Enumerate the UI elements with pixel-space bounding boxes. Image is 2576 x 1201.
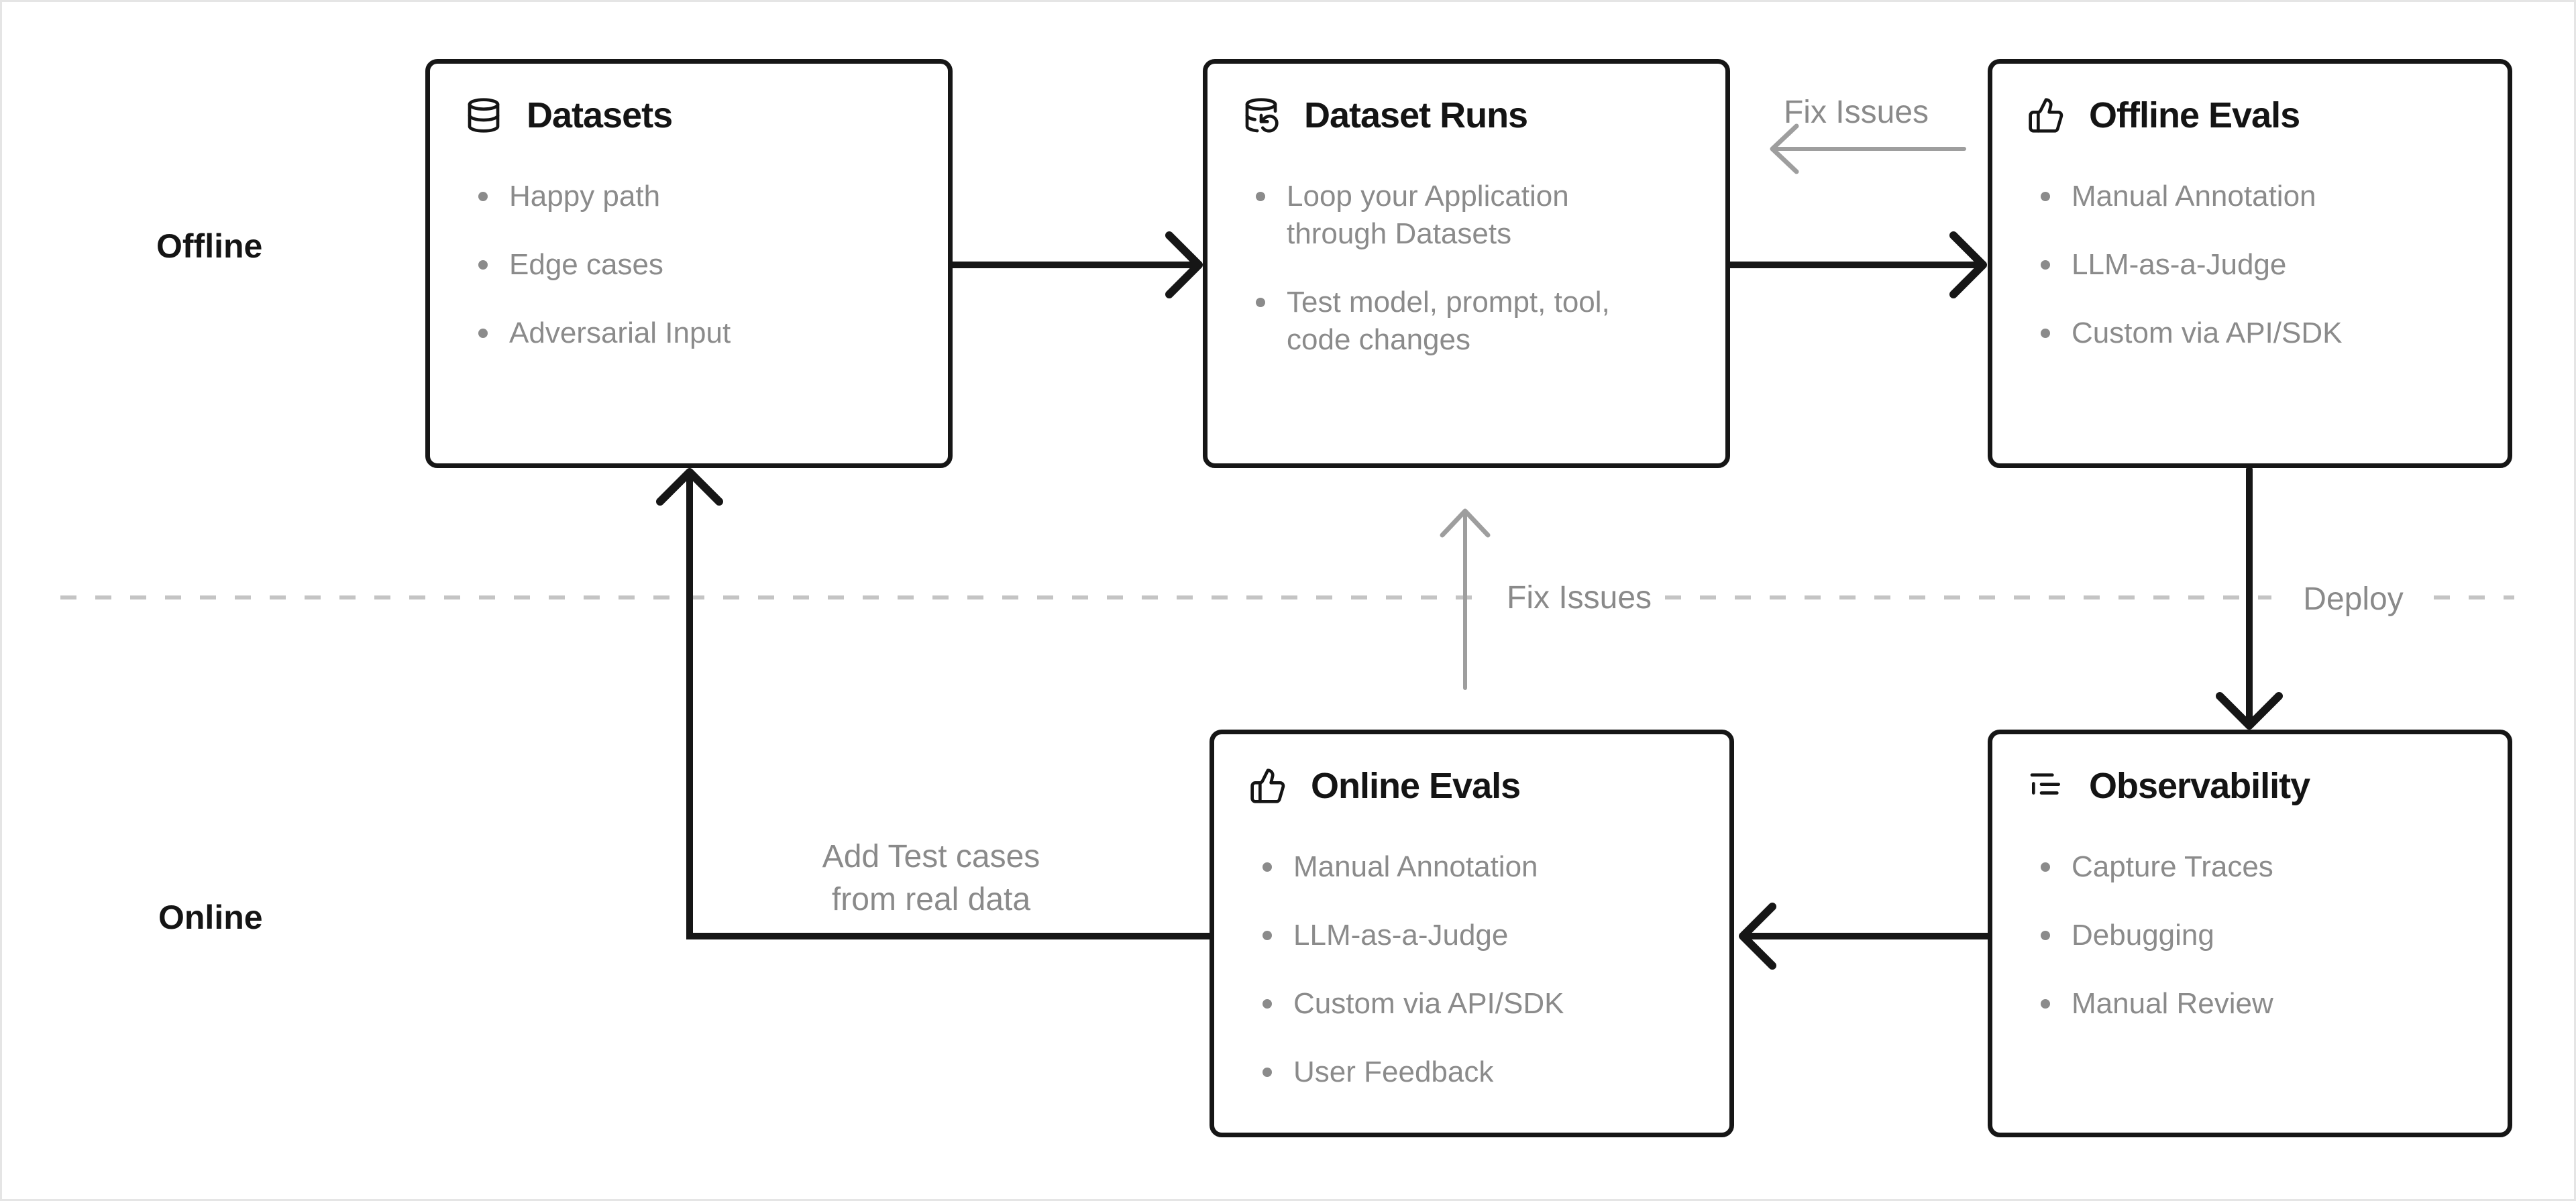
list-item: Manual Review bbox=[2027, 985, 2474, 1023]
list-tree-icon bbox=[2027, 767, 2065, 805]
datasets-card: Datasets Happy path Edge cases Adversari… bbox=[425, 59, 953, 468]
list-item: Debugging bbox=[2027, 917, 2474, 954]
observability-card-header: Observability bbox=[2027, 765, 2474, 807]
online-evals-card-header: Online Evals bbox=[1249, 765, 1696, 807]
thumbs-up-icon bbox=[1249, 767, 1287, 805]
datasets-bullet-list: Happy path Edge cases Adversarial Input bbox=[465, 178, 914, 352]
list-item: Edge cases bbox=[465, 246, 914, 284]
observability-bullet-list: Capture Traces Debugging Manual Review bbox=[2027, 848, 2474, 1023]
observability-card: Observability Capture Traces Debugging M… bbox=[1988, 730, 2512, 1137]
dataset-runs-card-header: Dataset Runs bbox=[1242, 95, 1692, 136]
offline-evals-bullet-list: Manual Annotation LLM-as-a-Judge Custom … bbox=[2027, 178, 2474, 352]
arrow-datasets-to-dataset-runs bbox=[949, 231, 1203, 298]
datasets-card-header: Datasets bbox=[465, 95, 914, 136]
dataset-runs-card-title: Dataset Runs bbox=[1304, 95, 1528, 135]
arrow-fix-issues-online-gray bbox=[1440, 508, 1491, 690]
fix-issues-middle-label: Fix Issues bbox=[1507, 580, 1652, 616]
deploy-label: Deploy bbox=[2303, 581, 2404, 617]
list-item: Custom via API/SDK bbox=[2027, 314, 2474, 352]
database-refresh-icon bbox=[1242, 97, 1280, 134]
offline-evals-card: Offline Evals Manual Annotation LLM-as-a… bbox=[1988, 59, 2512, 468]
list-item: LLM-as-a-Judge bbox=[1249, 917, 1696, 954]
offline-evals-card-header: Offline Evals bbox=[2027, 95, 2474, 136]
list-item: LLM-as-a-Judge bbox=[2027, 246, 2474, 284]
list-item: Adversarial Input bbox=[465, 314, 914, 352]
online-evals-card: Online Evals Manual Annotation LLM-as-a-… bbox=[1210, 730, 1734, 1137]
online-lane-label: Online bbox=[158, 899, 263, 936]
online-evals-bullet-list: Manual Annotation LLM-as-a-Judge Custom … bbox=[1249, 848, 1696, 1091]
observability-card-title: Observability bbox=[2089, 766, 2310, 806]
thumbs-up-icon bbox=[2027, 97, 2065, 134]
list-item: Manual Annotation bbox=[2027, 178, 2474, 215]
arrow-fix-issues-offline-gray bbox=[1770, 123, 1966, 174]
dataset-runs-card: Dataset Runs Loop your Application throu… bbox=[1203, 59, 1730, 468]
add-test-cases-label: Add Test cases from real data bbox=[822, 839, 1040, 917]
arrow-observability-to-online-evals bbox=[1739, 903, 1991, 970]
list-item: Test model, prompt, tool, code changes bbox=[1242, 284, 1692, 359]
offline-lane-label: Offline bbox=[156, 227, 263, 265]
fix-issues-top-label: Fix Issues bbox=[1783, 95, 1929, 130]
database-icon bbox=[465, 97, 502, 134]
list-item: Happy path bbox=[465, 178, 914, 215]
list-item: Custom via API/SDK bbox=[1249, 985, 1696, 1023]
list-item: Loop your Application through Datasets bbox=[1242, 178, 1692, 253]
list-item: Capture Traces bbox=[2027, 848, 2474, 886]
datasets-card-title: Datasets bbox=[527, 95, 673, 135]
list-item: Manual Annotation bbox=[1249, 848, 1696, 886]
online-evals-card-title: Online Evals bbox=[1311, 766, 1521, 806]
dataset-runs-bullet-list: Loop your Application through Datasets T… bbox=[1242, 178, 1692, 359]
offline-evals-card-title: Offline Evals bbox=[2089, 95, 2300, 135]
list-item: User Feedback bbox=[1249, 1053, 1696, 1091]
arrow-dataset-runs-to-offline-evals bbox=[1727, 231, 1987, 298]
